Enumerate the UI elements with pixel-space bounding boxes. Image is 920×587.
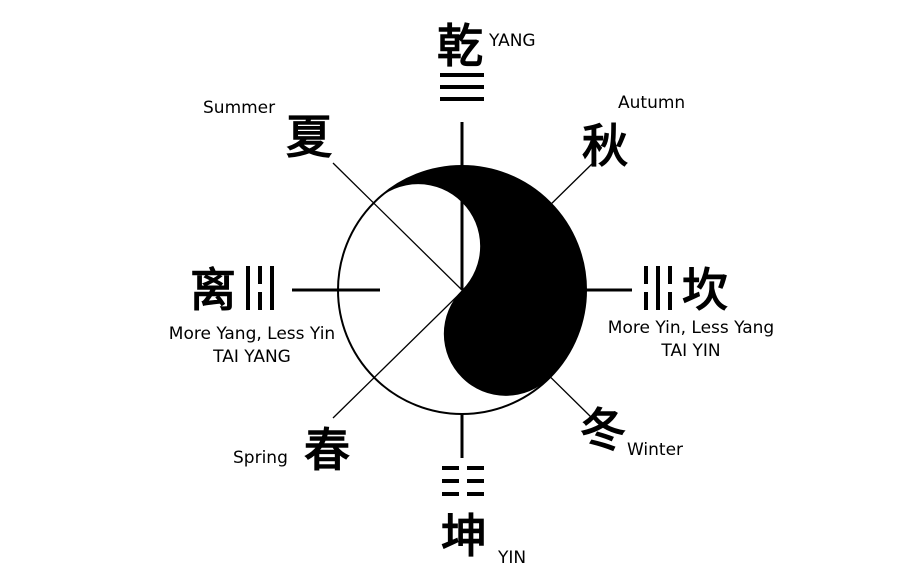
yin-dot-in-yang [493, 268, 509, 284]
yang-dot-in-yin [415, 288, 433, 306]
label-summer: Summer [203, 98, 275, 118]
char-spring: 春 [304, 423, 350, 477]
char-li: 离 [190, 263, 236, 317]
char-autumn: 秋 [582, 119, 628, 173]
char-kan: 坎 [682, 263, 728, 317]
char-kun: 坤 [441, 509, 487, 563]
label-autumn: Autumn [618, 93, 685, 113]
label-yang: YANG [488, 31, 536, 51]
char-winter: 冬 [580, 403, 626, 457]
trigram-li-icon [246, 266, 274, 310]
label-winter: Winter [627, 440, 683, 460]
label-right-line1: More Yin, Less Yang [608, 318, 774, 338]
char-summer: 夏 [286, 110, 333, 164]
label-right-line2: TAI YIN [660, 341, 720, 361]
yin-dark-half [374, 166, 586, 396]
label-left-line1: More Yang, Less Yin [169, 324, 335, 344]
label-spring: Spring [233, 448, 288, 468]
label-yin: YIN [497, 548, 526, 568]
char-qian: 乾 [437, 19, 483, 73]
label-left-line2: TAI YANG [212, 347, 291, 367]
yin-yang-symbol [337, 165, 587, 415]
trigram-kan-icon [644, 266, 672, 310]
trigram-kun-icon [442, 466, 484, 496]
trigram-qian-icon [440, 73, 484, 101]
